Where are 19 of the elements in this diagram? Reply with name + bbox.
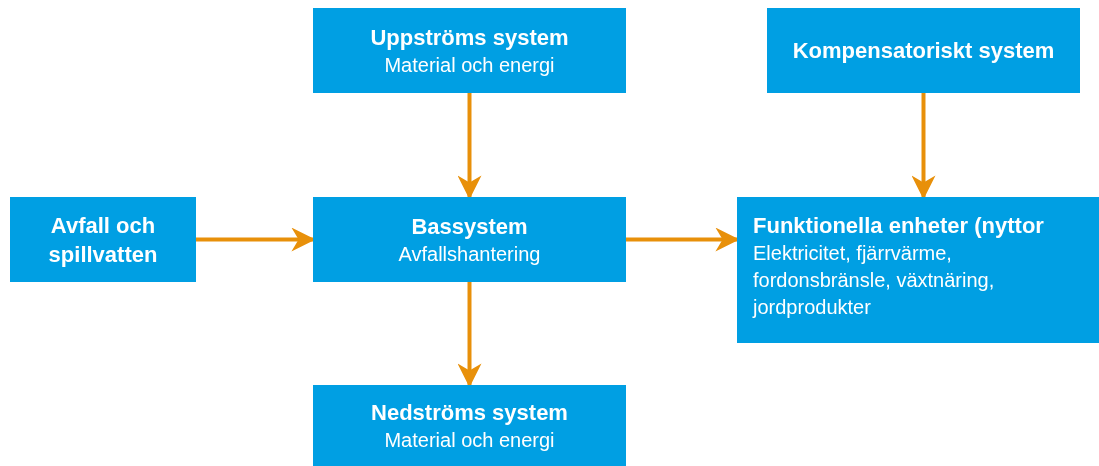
box-subtitle: Elektricitet, fjärrvärme, fordonsbränsle, växtnäring, jordprodukter (753, 241, 996, 320)
arrow (457, 282, 482, 388)
box-title: Funktionella enheter (nyttor (753, 212, 1044, 240)
arrow (457, 93, 482, 200)
process-box (10, 197, 196, 282)
process-box (313, 197, 626, 282)
box-subtitle: Avfallshantering (398, 241, 541, 267)
process-box (767, 8, 1080, 93)
box-title: Uppströms system (370, 23, 569, 52)
process-box (313, 8, 626, 93)
box-title: Nedströms system (371, 398, 568, 427)
box-title: Kompensatoriskt system (792, 37, 1055, 65)
arrow (911, 93, 936, 200)
process-box (737, 197, 1099, 343)
box-subtitle: Material och energi (384, 427, 555, 453)
box-subtitle: Material och energi (384, 52, 555, 78)
process-box (313, 385, 626, 466)
box-title: Avfall och spillvatten (47, 211, 159, 269)
box-title: Bassystem (411, 212, 528, 241)
